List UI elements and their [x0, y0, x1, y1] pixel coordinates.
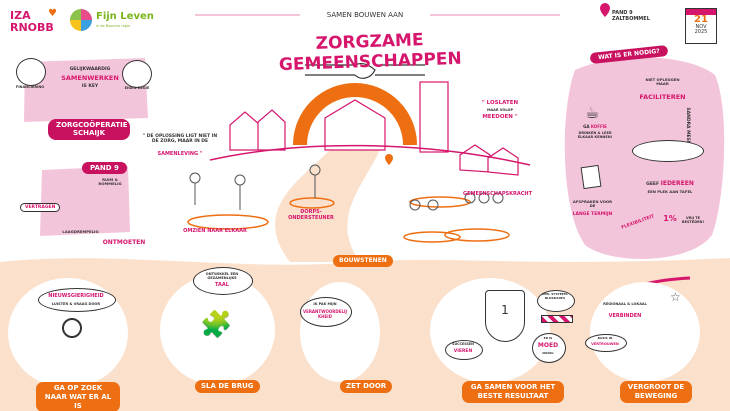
heart-icon: ♥ — [48, 8, 57, 19]
ontmoeten-label: ONTMOETEN — [102, 239, 146, 246]
bubble-3-b: VERANTWOORDELIJKHEID — [303, 309, 347, 319]
bouwstenen-badge: BOUWSTENEN — [333, 255, 393, 267]
pand9-note: RUIM & ROMMELIG — [98, 177, 122, 187]
dorpsondersteuner-label: DORPS-ONDERSTEUNER — [288, 209, 334, 221]
extra-e: NODIG — [542, 351, 554, 355]
bubble-4-extra — [537, 290, 575, 312]
quote-left-a: " DE OPLOSSING LIGT NIET IN DE ZORG, MAA… — [142, 134, 218, 145]
coop-line2: SAMENWERKEN — [61, 74, 119, 82]
coop-box — [24, 58, 148, 122]
sun-arc — [293, 83, 417, 146]
coop-badge: ZORGCOÖPERATIE SCHAIJK — [48, 119, 130, 140]
koffie-c: DRINKEN & LEER ELKAAR KENNEN! — [577, 131, 613, 140]
termijn-a: AFSPRAKEN VOOR DE — [572, 199, 613, 209]
bubble-1-a: NIEUWSGIERIGHEID — [48, 293, 104, 299]
extra-5-b: VERTROUWEN — [591, 342, 619, 346]
eigen-regie-label: EIGEN REGIE — [124, 86, 150, 90]
bubble-5-b: VERBINDEN — [608, 313, 642, 319]
bubble-1-b: LUISTER & VRAAG DOOR — [51, 302, 101, 306]
date-month: NOV — [695, 24, 707, 30]
extra-d: MOED — [537, 342, 559, 349]
trophy-icon: 1 — [485, 290, 525, 342]
location-pin-icon — [600, 3, 610, 17]
pand9-badge: PAND 9 — [82, 162, 127, 175]
extra-c: ER IS — [543, 336, 553, 340]
moed-bubble — [532, 333, 566, 363]
magnifier-icon — [62, 318, 82, 338]
extra-5-a: BASIS IN — [597, 336, 613, 340]
trophy-number: 1 — [501, 303, 509, 317]
quote-right-b: MAAR VOLOP — [486, 108, 514, 112]
coop-line1: GELIJKWAARDIG — [69, 67, 111, 72]
date-day: 21 — [694, 14, 708, 25]
bubble-5-a: REGIONAAL & LOKAAL — [603, 302, 647, 306]
quote-left-b: SAMENLEVING " — [157, 151, 203, 157]
money-bag-icon — [16, 58, 46, 86]
vertragen-bubble: VERTRAGEN — [20, 203, 61, 212]
bubble-2 — [193, 267, 253, 295]
date-year: 2025 — [694, 29, 708, 35]
bubble-4-b: VIEREN — [453, 349, 473, 354]
fijn-leven-logo-icon — [70, 9, 92, 31]
extra-a: VEEL SYSTEEM- — [541, 292, 569, 296]
quote-right-c: MEEDOEN " — [482, 114, 518, 120]
bouwsteen-bg-5 — [590, 282, 700, 382]
tafel-b: IEDEREEN — [660, 180, 694, 187]
puzzle-piece-icon: 🧩 — [200, 310, 233, 340]
kicker: SAMEN BOUWEN AAN — [326, 11, 404, 19]
omzien-label: OMZIEN NAAR ELKAAR — [183, 228, 247, 234]
location-label: PAND 9 ZALTBOMMEL — [612, 10, 650, 22]
table-icon — [632, 140, 704, 162]
bubble-5-extra — [585, 334, 627, 352]
financiering-label: FINANCIERING — [15, 85, 45, 89]
tafel-c: EEN PLEK AAN TAFEL — [647, 189, 693, 194]
bubble-2-b: TAAL — [215, 282, 229, 288]
bouwsteen-label-1: GA OP ZOEK NAAR WAT ER AL IS — [36, 382, 120, 411]
calendar-icon: 21 NOV 2025 — [685, 8, 717, 44]
laagdrempelig-label: LAAGDREMPELIG — [62, 229, 99, 234]
bouwsteen-label-2: SLA DE BRUG — [195, 380, 260, 393]
extra-b: BLOKKADES — [544, 296, 566, 300]
coffee-cup-icon: ☕ — [585, 103, 600, 122]
logo-fijn-leven: Fijn Leven — [96, 11, 154, 22]
bouwsteen-label-3: ZET DOOR — [340, 380, 393, 393]
bubble-3-a: IK PAK MIJN — [313, 302, 337, 306]
koffie-a: GA — [583, 124, 590, 129]
koffie-b: KOFFIE — [590, 124, 607, 129]
clapperboard-icon — [122, 60, 152, 88]
pct-label: 1% — [663, 214, 677, 223]
bouwsteen-label-4: GA SAMEN VOOR HET BESTE RESULTAAT — [462, 381, 564, 403]
bouwsteen-label-5: VERGROOT DE BEWEGING — [620, 381, 692, 403]
pand9-box — [40, 166, 130, 236]
stars-icon: ☆ — [670, 290, 681, 304]
bubble-4 — [445, 340, 483, 360]
bubble-1 — [38, 288, 116, 312]
facil-a: NIET OPLEGGEN MAAR — [645, 77, 680, 87]
coop-line3: IS KEY — [81, 84, 99, 89]
bouwsteen-bg-3 — [300, 282, 380, 382]
tafel-a: GEEF — [646, 182, 660, 187]
bubble-4-a: SUCCESSEN — [452, 342, 474, 346]
bubble-2-a: ONTWIKKEL EEN GEZAMENLIJKE — [205, 272, 239, 281]
facil-b: FACILITEREN — [639, 93, 686, 101]
termijn-b: LANGE TERMIJN — [572, 212, 613, 217]
contract-icon — [580, 164, 602, 190]
logo-fijn-leven-sub: in de Bossche regio — [96, 24, 131, 28]
logo-iza: IZA RNOBB — [10, 9, 54, 34]
bubble-3 — [300, 297, 352, 327]
gemeenschapskracht-label: GEMEENSCHAPSKRACHT — [463, 191, 532, 197]
quote-right-a: " LOSLATEN — [481, 100, 519, 106]
roadblock-icon — [541, 315, 573, 323]
pct-text: VRIJ TE BESTEDEN! — [681, 216, 705, 225]
